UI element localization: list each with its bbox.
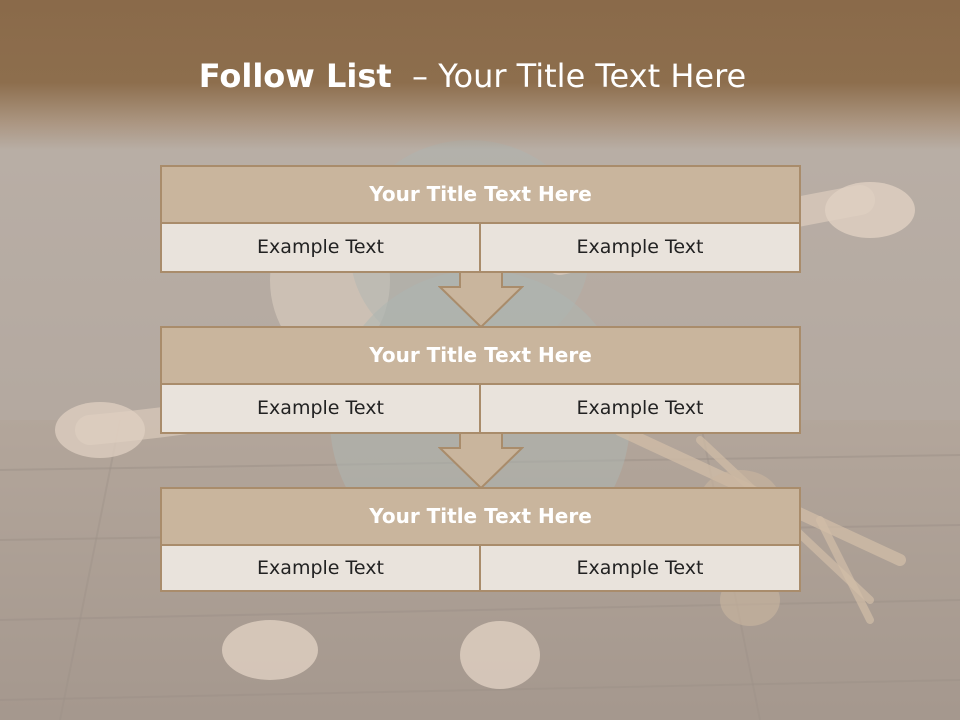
step-cell-right: Example Text — [479, 544, 801, 592]
down-arrow-icon — [438, 432, 524, 490]
step-title: Your Title Text Here — [160, 487, 801, 546]
step-cell-left: Example Text — [160, 544, 481, 592]
header-band — [0, 0, 960, 150]
slide-title-bold: Follow List — [198, 57, 392, 95]
step-block-3: Your Title Text Here Example Text Exampl… — [160, 487, 801, 593]
step-cell-left: Example Text — [160, 222, 481, 273]
step-block-1: Your Title Text Here Example Text Exampl… — [160, 165, 801, 273]
slide-title: Follow List – Your Title Text Here — [0, 52, 945, 100]
step-cell-left: Example Text — [160, 383, 481, 434]
step-cell-right: Example Text — [479, 383, 801, 434]
step-cell-right: Example Text — [479, 222, 801, 273]
step-title: Your Title Text Here — [160, 165, 801, 224]
step-block-2: Your Title Text Here Example Text Exampl… — [160, 326, 801, 434]
slide-title-rest: – Your Title Text Here — [391, 57, 747, 95]
step-title: Your Title Text Here — [160, 326, 801, 385]
down-arrow-icon — [438, 271, 524, 329]
